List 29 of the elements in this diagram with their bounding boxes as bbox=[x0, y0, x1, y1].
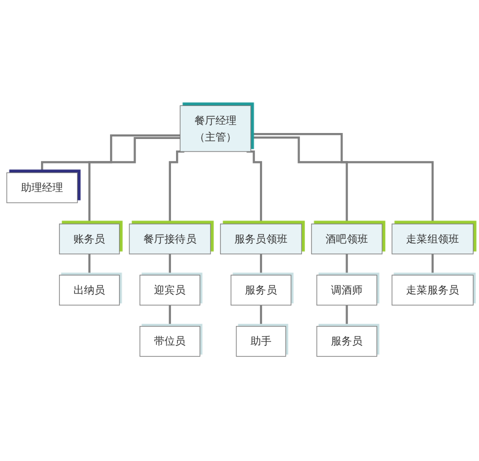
connector bbox=[250, 132, 434, 224]
node-box: 带位员 bbox=[139, 325, 200, 356]
connector bbox=[250, 136, 348, 224]
connector bbox=[40, 134, 180, 174]
node-box: 餐厅接待员 bbox=[128, 223, 210, 254]
connector bbox=[88, 136, 180, 224]
node-box: 调酒师 bbox=[316, 274, 377, 305]
connector bbox=[88, 252, 90, 276]
connector bbox=[168, 252, 170, 276]
node-box: 餐厅经理 （主管） bbox=[179, 104, 251, 152]
connector bbox=[345, 252, 348, 276]
node-box: 走菜服务员 bbox=[391, 274, 474, 305]
node-box: 账务员 bbox=[58, 223, 120, 254]
node-box: 走菜组领班 bbox=[391, 223, 474, 254]
connector bbox=[246, 150, 262, 224]
connector bbox=[259, 252, 262, 276]
node-box: 出纳员 bbox=[58, 274, 120, 305]
node-box: 服务员领班 bbox=[220, 223, 302, 254]
node-box: 迎宾员 bbox=[139, 274, 200, 305]
node-box: 服务员 bbox=[316, 325, 377, 356]
connector bbox=[345, 304, 348, 327]
node-box: 酒吧领班 bbox=[310, 223, 382, 254]
connector bbox=[168, 150, 184, 224]
connector bbox=[259, 304, 262, 327]
node-box: 助理经理 bbox=[6, 172, 78, 203]
connector bbox=[431, 252, 434, 276]
connector bbox=[168, 304, 170, 327]
node-box: 助手 bbox=[235, 325, 286, 356]
node-box: 服务员 bbox=[230, 274, 291, 305]
